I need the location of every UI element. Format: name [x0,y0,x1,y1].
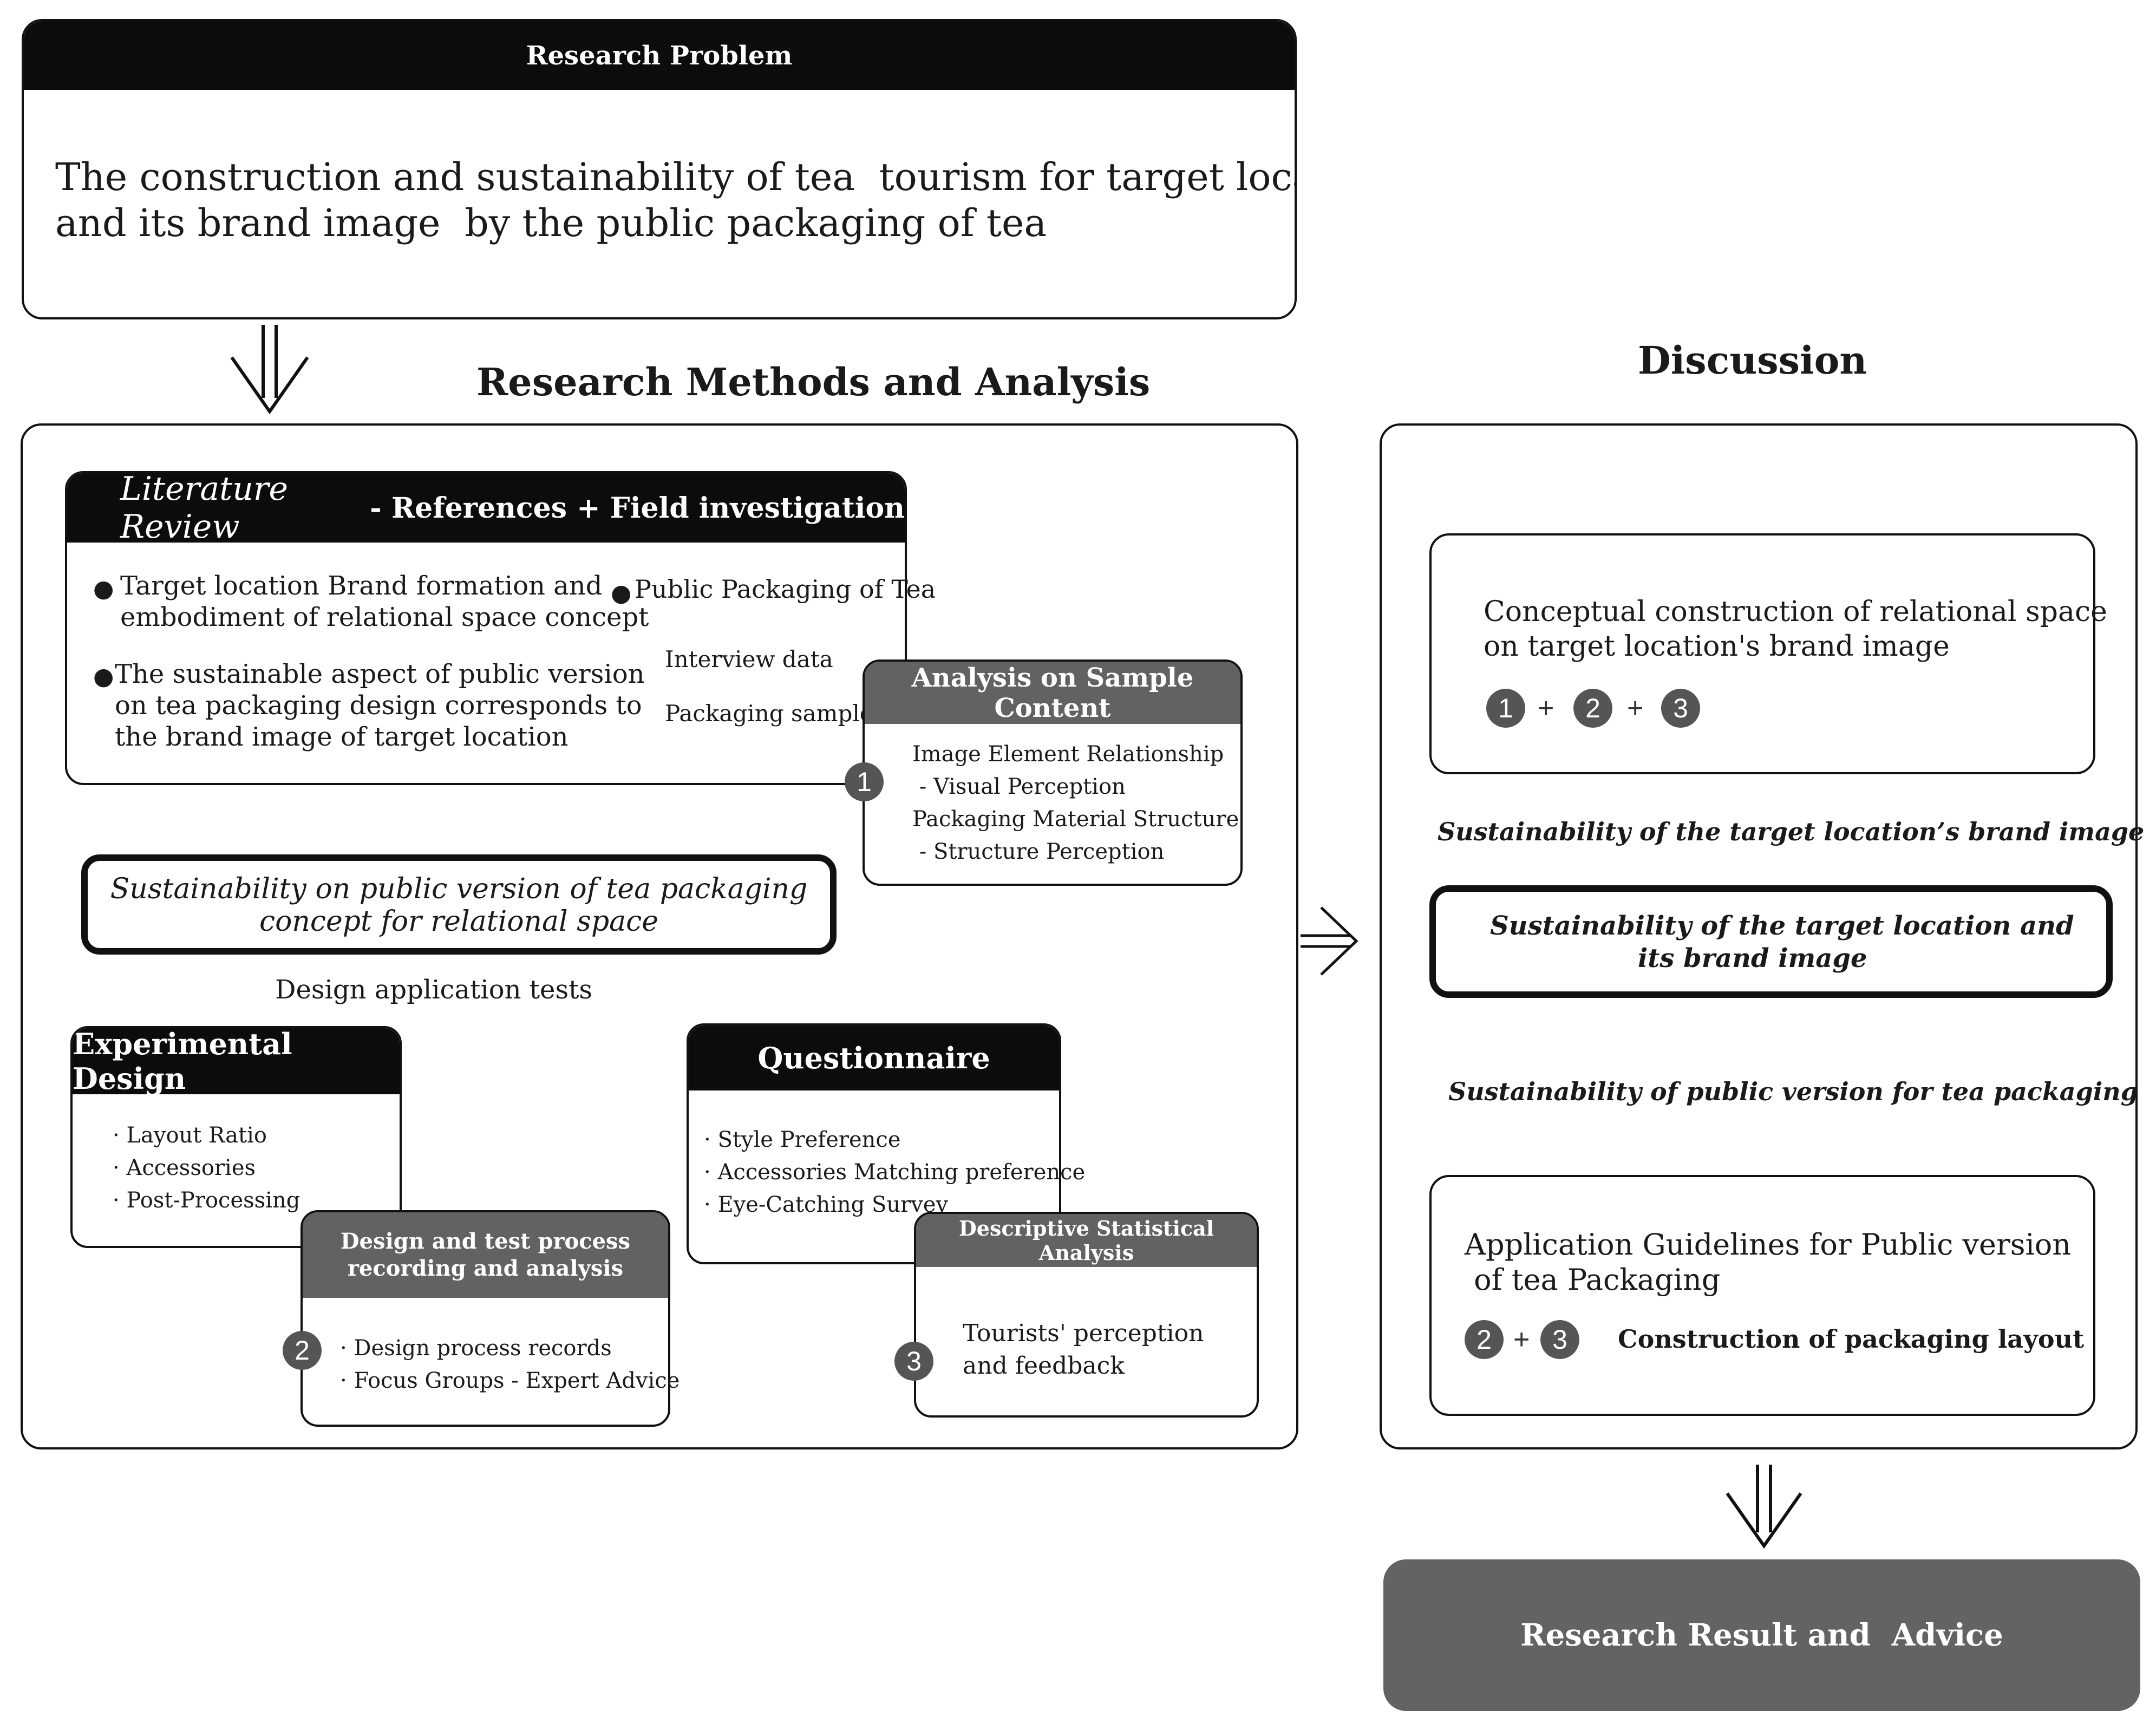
experimental-design-header: Experimental Design [73,1027,400,1096]
lit-bullet2-line1: The sustainable aspect of public version [115,659,645,689]
questionnaire-header: Questionnaire [689,1026,1059,1090]
central-line2: its brand image [1638,943,1867,974]
design-test-title-line2: recording and analysis [347,1256,624,1281]
q-item-1: · Style Preference [704,1127,901,1152]
descriptive-analysis-box: Descriptive Statistical Analysis [914,1212,1259,1418]
guidelines-bold-text: Construction of packaging layout [1618,1324,2085,1354]
literature-review-subtitle: - References + Field investigation [360,491,905,525]
concept-line2: concept for relational space [259,905,659,938]
label-public-version: Sustainability of public version for tea… [1448,1077,2138,1106]
guidelines-box [1429,1175,2095,1416]
questionnaire-box: Questionnaire [687,1023,1061,1264]
analysis-line1: Image Element Relationship [912,742,1224,767]
descriptive-analysis-header: Descriptive Statistical Analysis [916,1214,1257,1267]
design-test-title-line1: Design and test process [340,1229,631,1254]
literature-review-title: Literature Review [120,471,289,546]
q-item-3: · Eye-Catching Survey [704,1192,949,1217]
lit-bullet1-line1: Target location Brand formation and [120,571,603,601]
conceptual-badge-2: 2 [1573,689,1612,728]
bullet-dot-3: ● [611,579,632,607]
concept-line1: Sustainability on public version of tea … [110,873,808,905]
conceptual-badge-3: 3 [1661,689,1700,728]
descriptive-analysis-title: Descriptive Statistical Analysis [958,1216,1214,1265]
research-problem-header: Research Problem [24,21,1295,90]
bullet-dot-2: ● [93,663,114,690]
conceptual-line1: Conceptual construction of relational sp… [1484,596,2107,628]
lit-bullet2-line3: the brand image of target location [115,722,569,752]
analysis-sample-title: Analysis on Sample Content [911,662,1194,723]
literature-review-header: Literature Review - References + Field i… [67,471,905,546]
research-problem-text-line2: and its brand image by the public packag… [55,201,1047,245]
q-item-2: · Accessories Matching preference [704,1160,1086,1185]
questionnaire-title: Questionnaire [757,1041,990,1075]
conceptual-badge-1: 1 [1486,689,1525,728]
badge-3: 3 [894,1342,933,1381]
analysis-line2: - Visual Perception [912,774,1126,799]
guidelines-badge-3: 3 [1540,1320,1579,1359]
guidelines-badge-2: 2 [1465,1320,1504,1359]
design-test-process-header: Design and test process recording and an… [303,1212,668,1298]
design-test-item-1: · Design process records [340,1336,612,1361]
analysis-sample-header: Analysis on Sample Content [865,662,1240,724]
design-test-process-box: Design and test process recording and an… [300,1210,670,1427]
research-problem-title: Research Problem [526,40,793,71]
descriptive-line1: Tourists' perception [963,1320,1204,1347]
research-problem-text-line1: The construction and sustainability of t… [55,155,1297,199]
central-line1: Sustainability of the target location an… [1490,911,2074,941]
analysis-line4: - Structure Perception [912,839,1165,864]
discussion-title: Discussion [1638,338,1867,383]
badge-2: 2 [283,1331,322,1370]
experimental-design-title: Experimental Design [73,1027,292,1096]
central-sustainability-box [1429,885,2113,998]
exp-item-2: · Accessories [113,1155,256,1180]
badge-1: 1 [845,762,884,801]
bullet-dot-1: ● [93,575,114,603]
research-problem-box: Research Problem The construction and su… [22,19,1297,319]
conceptual-plus-2: + [1627,693,1644,724]
conceptual-line2: on target location's brand image [1484,630,1950,663]
design-test-item-2: · Focus Groups - Expert Advice [340,1368,680,1393]
label-brand-image: Sustainability of the target location’s … [1438,817,2145,846]
design-application-tests-label: Design application tests [275,975,593,1005]
exp-item-1: · Layout Ratio [113,1123,267,1148]
down-arrow-result-icon [1726,1465,1802,1549]
sustainability-concept-box [81,854,837,955]
lit-bullet1-line2: embodiment of relational space concept [120,602,649,632]
methods-title: Research Methods and Analysis [476,360,1151,404]
descriptive-line2: and feedback [963,1352,1125,1380]
lit-bullet2-line2: on tea packaging design corresponds to [115,690,642,721]
guidelines-plus: + [1513,1324,1530,1355]
guidelines-line1: Application Guidelines for Public versio… [1465,1227,2072,1262]
exp-item-3: · Post-Processing [113,1188,300,1213]
lit-bullet3: Public Packaging of Tea [635,574,936,604]
right-arrow-icon [1301,906,1358,976]
research-result-label: Research Result and Advice [1520,1617,2003,1653]
down-arrow-icon [230,325,309,415]
literature-review-box: Literature Review - References + Field i… [65,471,907,785]
conceptual-plus-1: + [1538,693,1554,724]
analysis-line3: Packaging Material Structure [912,807,1239,832]
research-result-box: Research Result and Advice [1383,1559,2140,1711]
lit-sub-packaging: Packaging sample [665,700,873,727]
analysis-sample-box: Analysis on Sample Content [863,659,1243,886]
lit-sub-interview: Interview data [665,646,833,672]
conceptual-box [1429,533,2095,774]
guidelines-line2: of tea Packaging [1465,1263,1721,1297]
